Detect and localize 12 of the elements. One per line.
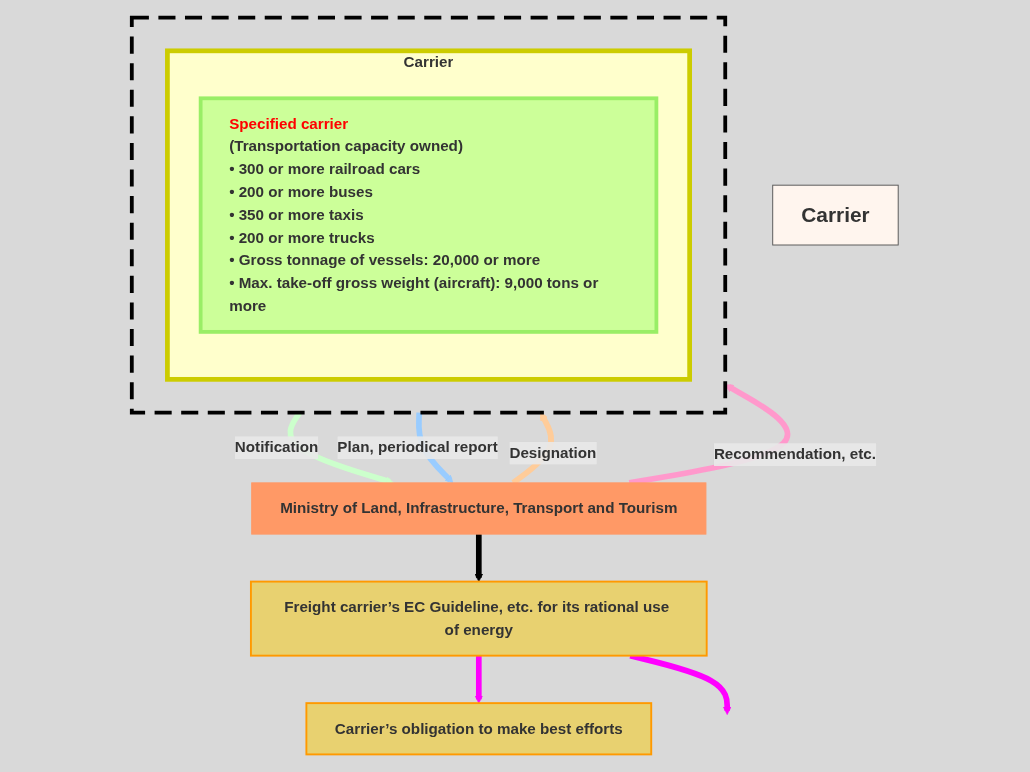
edge-label: Designation (509, 444, 597, 461)
node-box: Freight carrier’s EC Guideline, etc. for its rational use of energy (250, 580, 708, 657)
arrow (474, 655, 483, 704)
edge-label: Notification (234, 439, 319, 456)
node-box: Carrier’s obligation to make best efforts (305, 702, 653, 756)
node-box: Specified carrier (Transportation capacity owned) • 300 or more railroad cars • 200 or more buses • 350 or more taxis • 200 or more trucks • Gross tonnage of vessels: 20,000 or more • Max. take-off gross weight (aircraft): 9,000 tons or more (198, 96, 659, 334)
edge-label: Plan, periodical report (337, 439, 498, 456)
arrow (474, 534, 483, 582)
cluster (129, 15, 728, 415)
node-box: Ministry of Land, Infrastructure, Transport and Tourism (251, 482, 707, 535)
node-box: Carrier (772, 184, 899, 246)
edge-label: Recommendation, etc. (713, 446, 876, 463)
